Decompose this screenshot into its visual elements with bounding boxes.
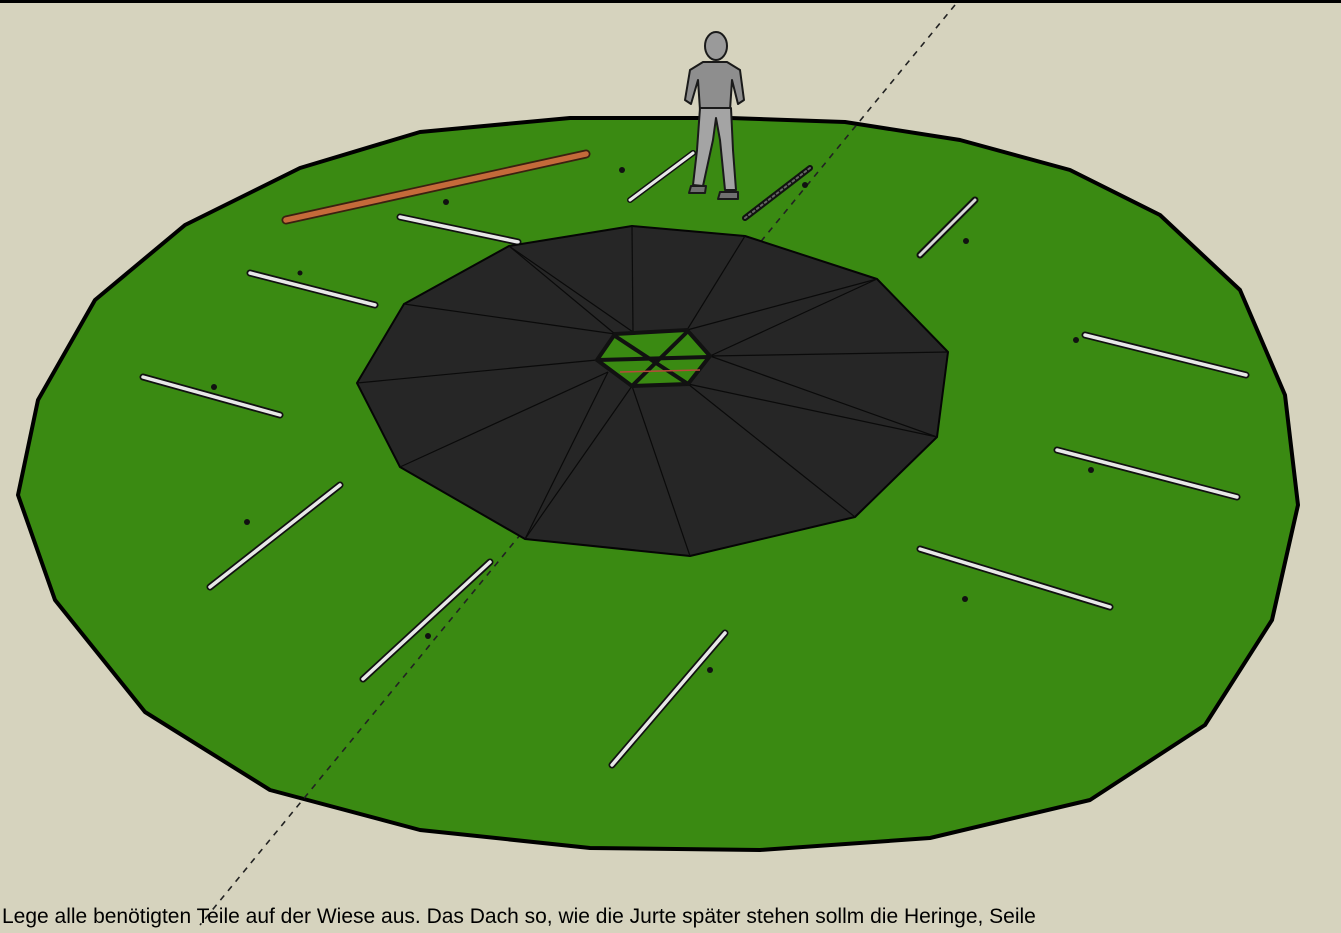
peg-marker [962,596,968,602]
peg-marker [443,199,449,205]
instruction-caption: Lege alle benötigten Teile auf der Wiese… [2,903,1341,933]
top-border [0,0,1341,3]
peg-marker [211,384,217,390]
peg-marker [1073,337,1079,343]
peg-marker [963,238,969,244]
peg-marker [802,182,808,188]
peg-marker [619,167,625,173]
peg-marker [425,633,431,639]
peg-marker [707,667,713,673]
peg-marker [244,519,250,525]
peg-marker [1088,467,1094,473]
peg-marker [298,271,303,276]
